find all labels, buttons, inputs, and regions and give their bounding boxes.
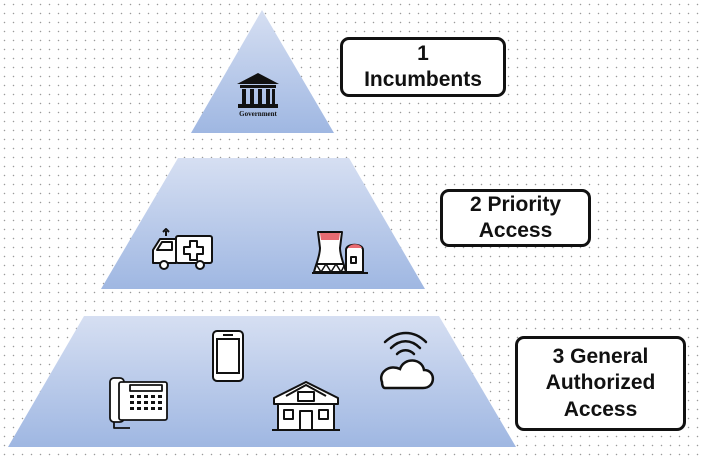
desk-phone-icon [109, 377, 168, 429]
tier-1-label-line-1: 1 [417, 41, 429, 65]
house-icon [272, 381, 340, 431]
pyramid-tier-2 [101, 158, 425, 289]
tier-3-label-line-1: 3 General [552, 345, 649, 369]
government-icon-text: Government [239, 110, 277, 118]
ambulance-icon [152, 228, 213, 270]
government-building-icon: Government [237, 73, 279, 118]
tier-3-label-line-3: Access [563, 397, 638, 421]
tier-2-label-line-2: Access [478, 219, 553, 242]
pyramid-tier-1 [191, 10, 334, 133]
tier-3-label: 3 General Authorized Access [515, 336, 686, 431]
power-plant-icon [312, 231, 368, 274]
tier-1-label: 1 Incumbents [340, 37, 506, 97]
tier-1-label-line-2: Incumbents [364, 68, 482, 91]
tier-2-label: 2 Priority Access [440, 189, 591, 247]
tier-2-label-line-1: 2 Priority [469, 192, 562, 216]
smartphone-icon [212, 330, 244, 382]
tier-3-label-line-2: Authorized [545, 371, 656, 395]
wireless-cloud-icon [379, 331, 435, 390]
pyramid-tier-3 [8, 316, 516, 447]
